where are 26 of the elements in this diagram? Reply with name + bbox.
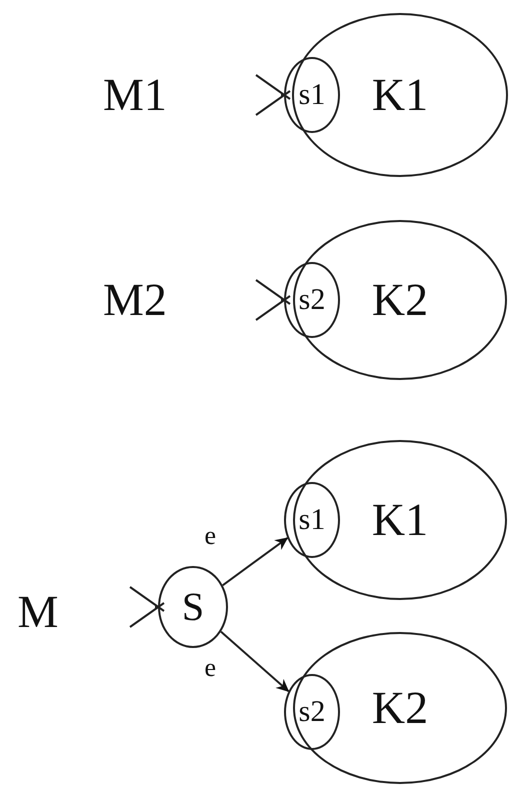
state-label: M2: [103, 277, 167, 323]
state-circle: [158, 566, 228, 648]
state-name: s1: [298, 505, 326, 535]
state-circle: [284, 262, 340, 338]
state-label: M1: [103, 72, 167, 118]
state-name: S: [182, 587, 204, 627]
component-ellipse: [293, 440, 507, 600]
entry-mark: [129, 586, 165, 628]
state-circle: [284, 674, 340, 750]
state-label: M: [18, 589, 58, 635]
entry-mark: [255, 74, 291, 116]
entry-mark: [255, 279, 291, 321]
state-name: s1: [298, 80, 326, 110]
arrow: [220, 630, 290, 692]
component-ellipse: [293, 220, 507, 380]
state-name: K2: [372, 277, 428, 323]
state-name: K1: [372, 497, 428, 543]
component-ellipse: [293, 632, 507, 784]
state-name: K2: [372, 685, 428, 731]
state-circle: [284, 57, 340, 133]
state-circle: [284, 482, 340, 558]
state-name: s2: [298, 285, 326, 315]
state-name: K1: [372, 72, 428, 118]
component-ellipse: [292, 13, 508, 177]
state-name: s2: [298, 697, 326, 727]
arrow: [222, 537, 288, 586]
